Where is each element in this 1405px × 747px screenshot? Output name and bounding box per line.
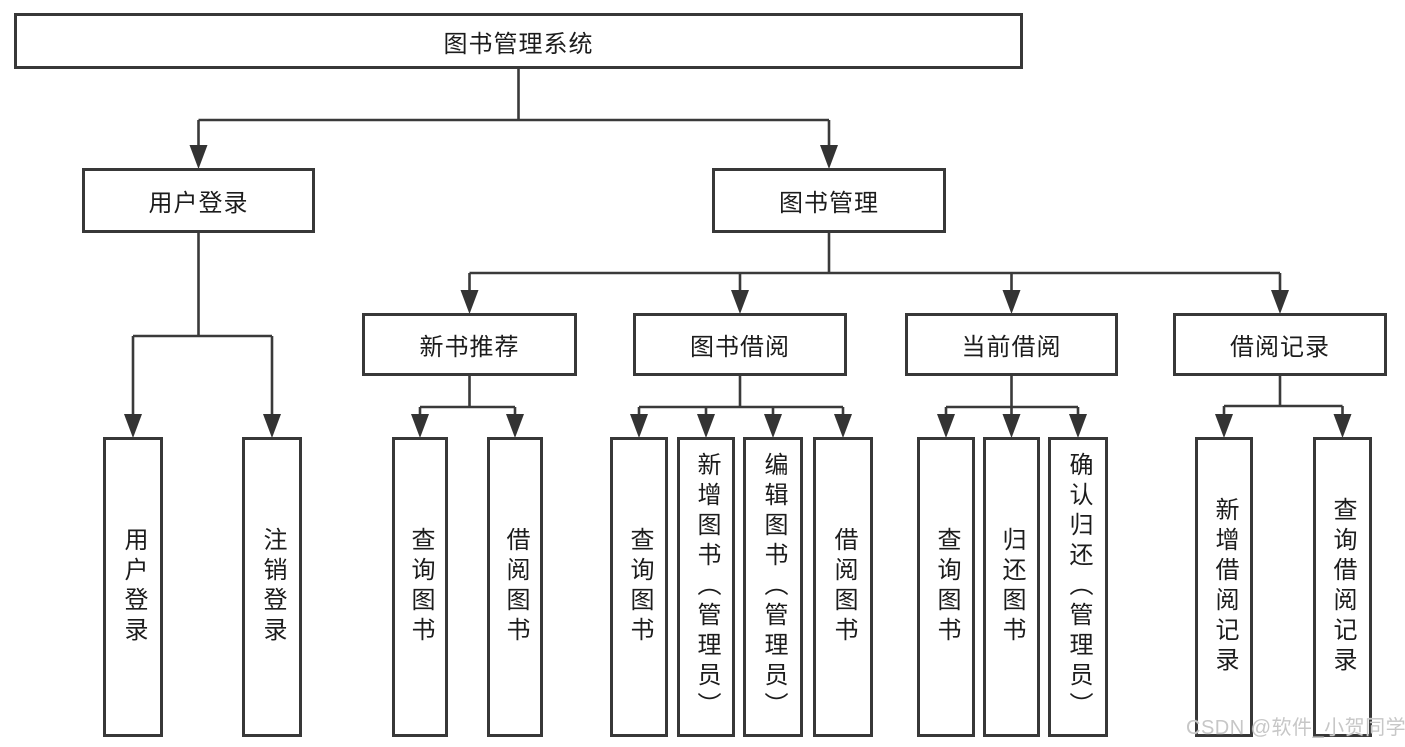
tree-node-user-login: 用户登录 xyxy=(82,168,315,233)
arrowhead-icon xyxy=(1069,414,1087,438)
arrowhead-icon xyxy=(764,414,782,438)
arrowhead-icon xyxy=(1215,414,1233,438)
tree-node-book-borrow: 图书借阅 xyxy=(633,313,847,376)
tree-node-leaf-logout: 注销登录 xyxy=(242,437,302,737)
arrowhead-icon xyxy=(1333,414,1352,438)
tree-node-leaf-borrow-book-2: 借阅图书 xyxy=(813,437,873,737)
tree-node-book-mgmt: 图书管理 xyxy=(712,168,946,233)
arrowhead-icon xyxy=(731,290,749,314)
arrowhead-icon xyxy=(1002,290,1021,314)
tree-node-leaf-add-record: 新增借阅记录 xyxy=(1195,437,1253,737)
tree-node-leaf-query-book-2: 查询图书 xyxy=(610,437,668,737)
arrowhead-icon xyxy=(460,290,479,314)
arrowhead-icon xyxy=(1271,290,1289,314)
arrowhead-icon xyxy=(506,414,524,438)
arrowhead-icon xyxy=(124,414,142,438)
arrowhead-icon xyxy=(189,145,208,169)
tree-node-leaf-query-book-1: 查询图书 xyxy=(392,437,448,737)
arrowhead-icon xyxy=(263,414,281,438)
tree-node-leaf-query-book-3: 查询图书 xyxy=(917,437,975,737)
watermark: CSDN @软件_小贺同学 xyxy=(1186,717,1405,739)
tree-node-root: 图书管理系统 xyxy=(14,13,1023,69)
tree-node-leaf-user-login: 用户登录 xyxy=(103,437,163,737)
tree-node-current-borrow: 当前借阅 xyxy=(905,313,1118,376)
arrowhead-icon xyxy=(1002,414,1021,438)
tree-node-leaf-edit-book: 编辑图书（管理员） xyxy=(743,437,803,737)
tree-node-leaf-return-book: 归还图书 xyxy=(983,437,1040,737)
arrowhead-icon xyxy=(630,414,648,438)
tree-node-new-book-rec: 新书推荐 xyxy=(362,313,577,376)
tree-node-leaf-add-book: 新增图书（管理员） xyxy=(677,437,735,737)
tree-node-leaf-confirm-return: 确认归还（管理员） xyxy=(1048,437,1108,737)
arrowhead-icon xyxy=(820,145,838,169)
arrowhead-icon xyxy=(937,414,955,438)
tree-node-borrow-records: 借阅记录 xyxy=(1173,313,1387,376)
connector-lines xyxy=(131,69,1344,420)
arrowhead-icon xyxy=(697,414,715,438)
tree-node-leaf-borrow-book-1: 借阅图书 xyxy=(487,437,543,737)
arrowhead-icon xyxy=(411,414,429,438)
arrowhead-icon xyxy=(834,414,852,438)
tree-node-leaf-query-record: 查询借阅记录 xyxy=(1313,437,1372,737)
